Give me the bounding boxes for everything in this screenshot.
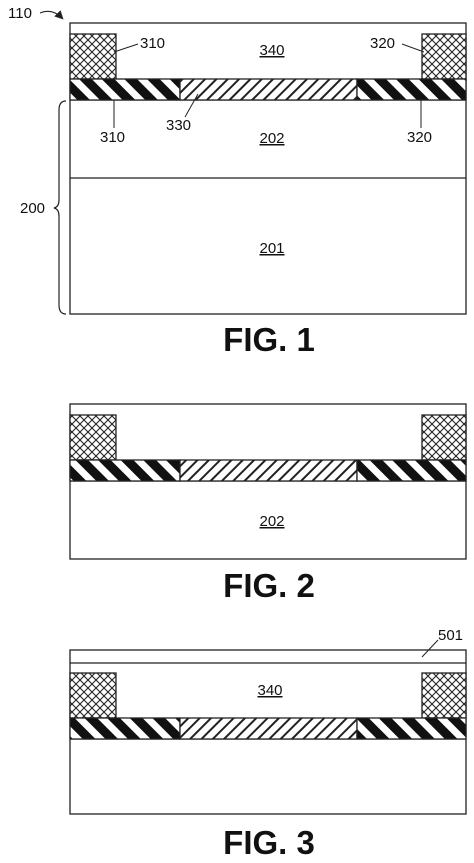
fig2-left-strip [69,459,181,482]
label-330: 330 [166,117,191,134]
leader-310-top [113,43,139,53]
label-320-top: 320 [370,35,395,52]
figure-2-caption: FIG. 2 [223,567,315,604]
fig2-left-pad [69,414,117,461]
label-110: 110 [8,5,32,22]
leader-501 [421,639,439,658]
fig2-middle-strip [179,459,358,482]
fig3-right-pad [421,672,467,719]
fig1-right-pad [421,33,467,80]
fig1-middle-strip [179,78,358,101]
fig3-left-pad [69,672,117,719]
label-110-arrow [39,10,64,20]
fig3-right-strip [356,717,467,740]
fig3-label-340: 340 [257,682,282,699]
fig3-middle-strip [179,717,358,740]
figure-3: 501 340 FIG. 3 [69,627,467,861]
figure-3-caption: FIG. 3 [223,824,315,861]
fig1-outline [69,22,467,315]
figure-2: 202 FIG. 2 [69,403,467,604]
label-201: 201 [259,240,284,257]
figure-1-caption: FIG. 1 [223,321,315,358]
fig2-label-202: 202 [259,513,284,530]
label-320-bottom: 320 [407,129,432,146]
fig1-left-strip [69,78,181,101]
label-501: 501 [438,627,463,644]
fig1-right-strip [356,78,467,101]
brace-200 [53,100,67,315]
label-310-top: 310 [140,35,165,52]
fig2-right-pad [421,414,467,461]
label-340: 340 [259,42,284,59]
fig2-right-strip [356,459,467,482]
label-202: 202 [259,130,284,147]
fig3-left-strip [69,717,181,740]
label-310-bottom: 310 [100,129,125,146]
fig1-left-pad [69,33,117,80]
label-200: 200 [20,200,45,217]
figure-1: 110 310 340 320 310 330 320 202 201 200 … [8,5,467,358]
leader-320-top [401,43,425,53]
leader-330 [184,93,199,118]
